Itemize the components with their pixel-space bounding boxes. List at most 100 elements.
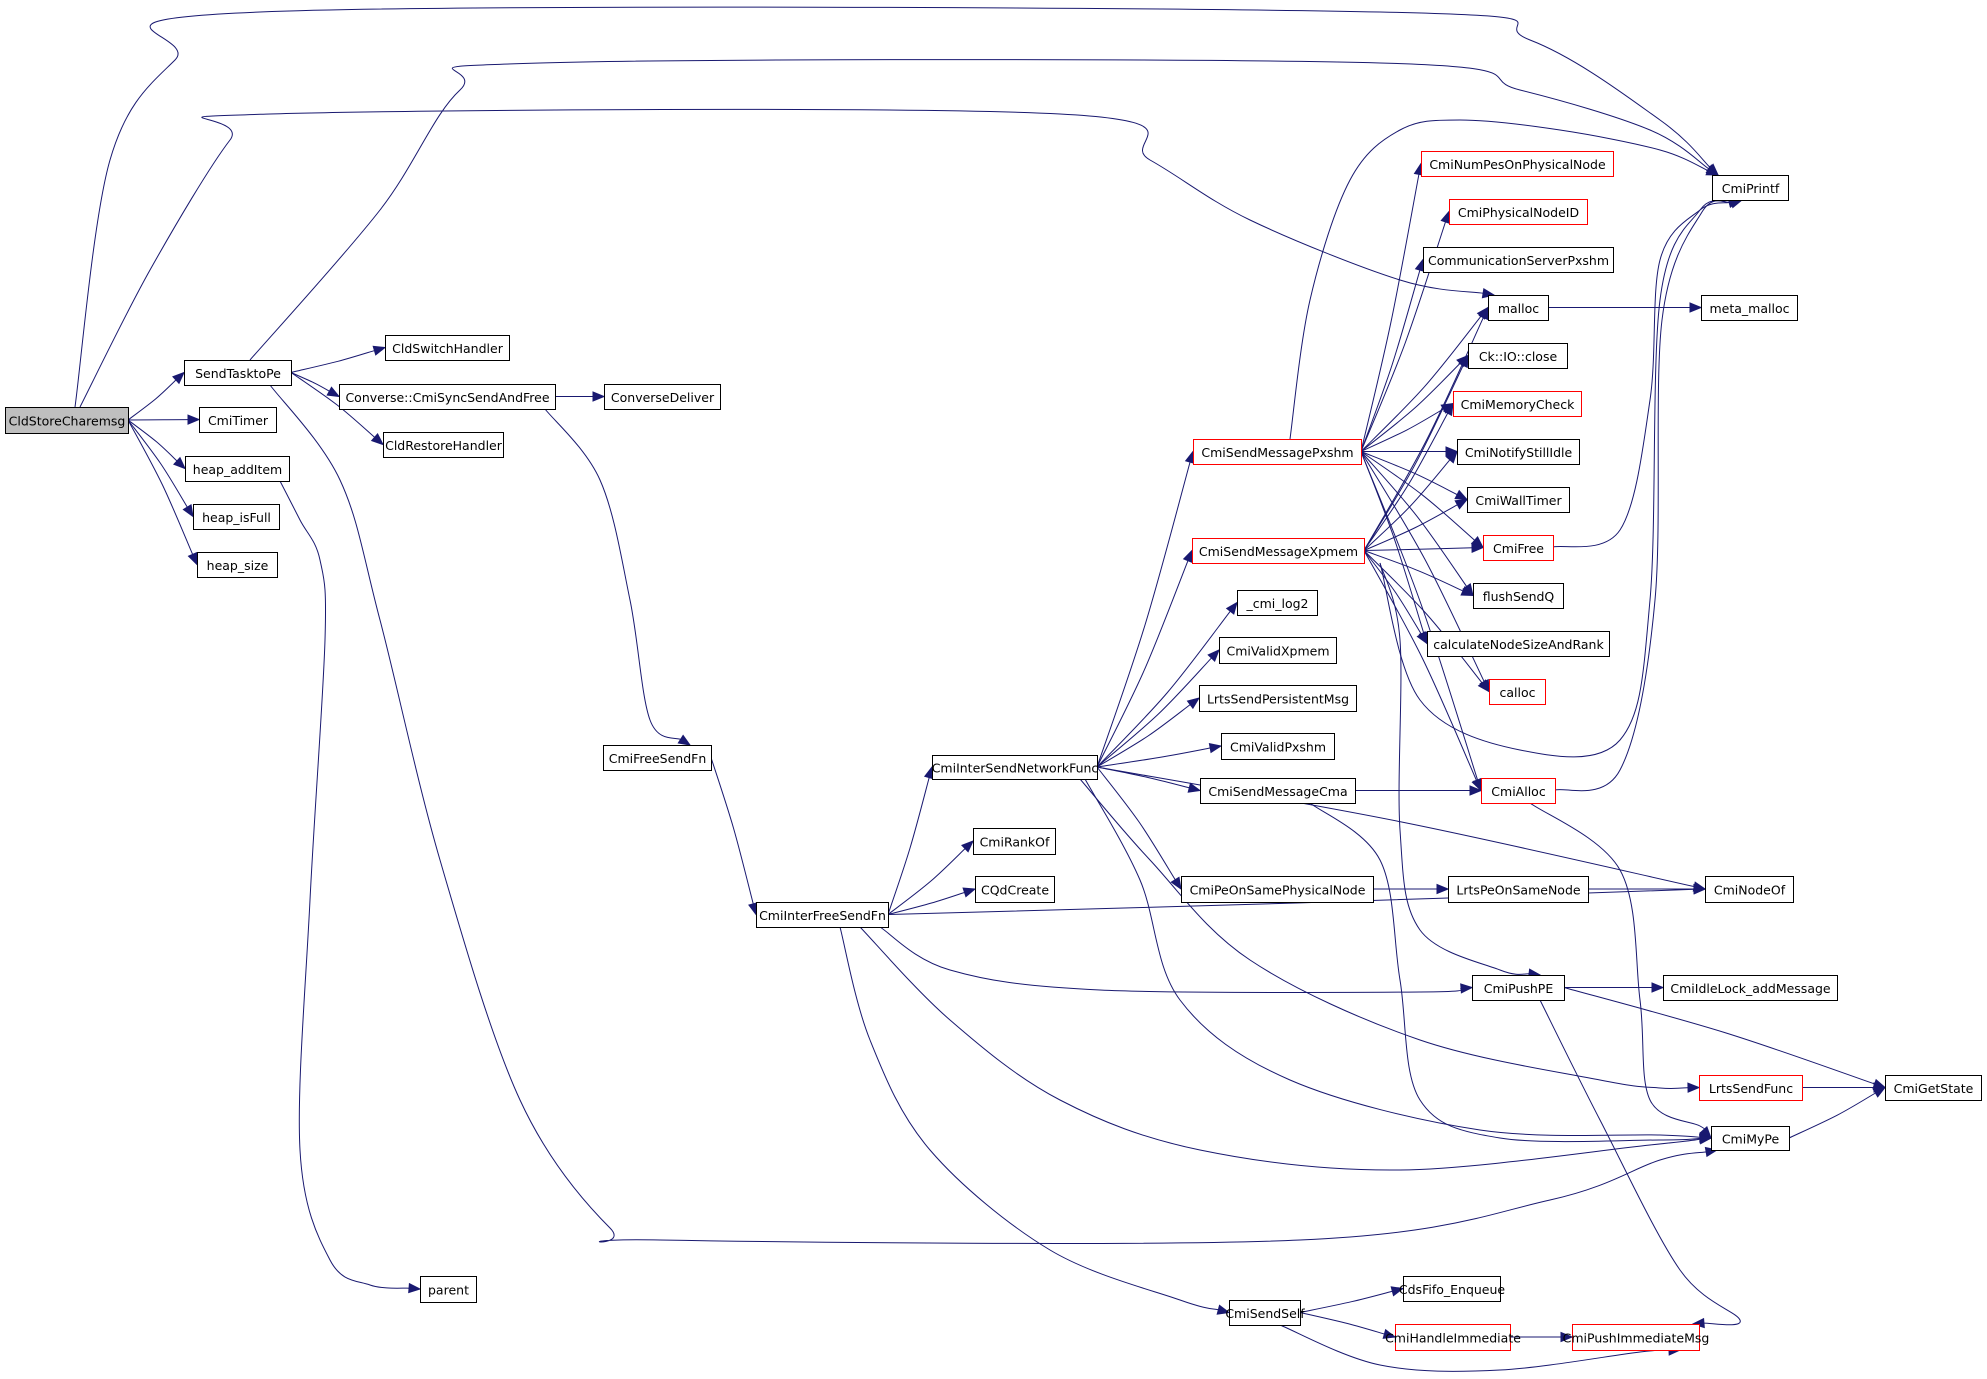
node-meta-malloc[interactable]: meta_malloc <box>1701 295 1798 321</box>
node-box <box>5 407 129 434</box>
node-label: CmiHandleImmediate <box>1385 1331 1521 1346</box>
edge-cmisendself-to-cmihandleimmediate <box>1299 1312 1397 1339</box>
edge-heap-additem-to-parent <box>279 480 422 1294</box>
node-cqdcreate[interactable]: CQdCreate <box>975 876 1055 903</box>
node-cmifreesendfn[interactable]: CmiFreeSendFn <box>603 745 712 771</box>
node-label: Converse::CmiSyncSendAndFree <box>345 390 549 405</box>
node-calloc[interactable]: calloc <box>1489 679 1546 705</box>
edge-cmisendmessagepxshm-to-communicationserverpxshm <box>1360 258 1425 452</box>
edge-line <box>79 108 1485 408</box>
edge-line <box>1363 550 1478 782</box>
node-lrtspeonsamenode[interactable]: LrtsPeOnSameNode <box>1448 876 1589 903</box>
node-cmihandleimmediate[interactable]: CmiHandleImmediate <box>1385 1324 1521 1351</box>
node-cminumpesonphysicalnode[interactable]: CmiNumPesOnPhysicalNode <box>1421 151 1614 177</box>
edge-cmiinterfreesendfn-to-cqdcreate <box>887 887 977 915</box>
node-cldstorecharemsg[interactable]: CldStoreCharemsg <box>5 407 129 434</box>
arrowhead-icon <box>187 414 201 425</box>
edge-sendtasktope-to-cmimype <box>269 384 1719 1244</box>
node-label: CmiFreeSendFn <box>609 751 707 766</box>
node-cmitimer[interactable]: CmiTimer <box>199 407 277 433</box>
edge-line <box>1096 766 1177 881</box>
node-lrtssendfunc[interactable]: LrtsSendFunc <box>1699 1075 1803 1101</box>
node-cmi-log2[interactable]: _cmi_log2 <box>1237 590 1318 616</box>
node-cmiphysicalnodeid[interactable]: CmiPhysicalNodeID <box>1449 199 1588 225</box>
node-cldrestorehandler[interactable]: CldRestoreHandler <box>383 432 504 458</box>
node-label: calloc <box>1500 685 1536 700</box>
node-box <box>932 755 1098 780</box>
node-flushsendq[interactable]: flushSendQ <box>1473 583 1564 609</box>
arrowhead-icon <box>408 1282 422 1294</box>
node-label: heap_addItem <box>193 462 282 477</box>
node-cminotifystillidle[interactable]: CmiNotifyStillIdle <box>1457 439 1580 465</box>
node-cmisendmessagepxshm[interactable]: CmiSendMessagePxshm <box>1193 439 1362 465</box>
node-cmivalidxpmem[interactable]: CmiValidXpmem <box>1219 637 1337 664</box>
node-ckioclose[interactable]: Ck::IO::close <box>1468 343 1568 369</box>
edge-line <box>1363 364 1465 551</box>
arrowhead-icon <box>1471 542 1485 554</box>
node-box <box>197 552 278 578</box>
edge-line <box>1096 460 1191 768</box>
node-malloc[interactable]: malloc <box>1488 295 1549 321</box>
edge-line <box>1289 119 1709 440</box>
node-cmivalidpxshm[interactable]: CmiValidPxshm <box>1221 733 1335 760</box>
node-box <box>1483 535 1554 561</box>
node-box <box>420 1276 477 1303</box>
node-cmipushimmediatemsg[interactable]: CmiPushImmediateMsg <box>1563 1324 1710 1351</box>
node-label: CmiNumPesOnPhysicalNode <box>1429 157 1606 172</box>
node-parent[interactable]: parent <box>420 1276 477 1303</box>
node-cldswitchhandler[interactable]: CldSwitchHandler <box>385 335 510 361</box>
node-sendtasktope[interactable]: SendTasktoPe <box>184 360 292 386</box>
node-label: Ck::IO::close <box>1479 349 1558 364</box>
edge-cmiintersendnetworkfunc-to-cmivalidpxshm <box>1096 742 1223 768</box>
edge-line <box>1309 802 1702 1143</box>
node-cmifree[interactable]: CmiFree <box>1483 535 1554 561</box>
node-heap-additem[interactable]: heap_addItem <box>185 456 290 482</box>
node-conversedeliver[interactable]: ConverseDeliver <box>604 384 721 410</box>
node-cmiintersendnetworkfunc[interactable]: CmiInterSendNetworkFunc <box>932 755 1099 780</box>
node-cmirankof[interactable]: CmiRankOf <box>973 828 1056 855</box>
node-label: calculateNodeSizeAndRank <box>1433 637 1604 652</box>
node-heap-size[interactable]: heap_size <box>197 552 278 578</box>
node-cminodeof[interactable]: CmiNodeOf <box>1705 876 1794 903</box>
arrowhead-icon <box>1382 1328 1397 1339</box>
node-box <box>1885 1075 1982 1101</box>
node-box <box>973 828 1056 855</box>
node-lrtssendpersistentmsg[interactable]: LrtsSendPersistentMsg <box>1199 685 1357 712</box>
arrowhead-icon <box>1390 1286 1405 1297</box>
edge-line <box>1363 412 1449 551</box>
node-label: CmiMemoryCheck <box>1461 397 1575 412</box>
edge-cmihandleimmediate-to-cmipushimmediatemsg <box>1510 1331 1574 1343</box>
node-label: LrtsSendPersistentMsg <box>1207 692 1349 707</box>
node-cmipushpe[interactable]: CmiPushPE <box>1472 975 1565 1001</box>
arrowhead-icon <box>172 371 185 385</box>
node-cmigetstate[interactable]: CmiGetState <box>1885 1075 1982 1101</box>
node-label: CmiFree <box>1493 541 1544 556</box>
node-cmisendmessagecma[interactable]: CmiSendMessageCma <box>1200 778 1356 804</box>
node-cmisendself[interactable]: CmiSendSelf <box>1225 1300 1305 1326</box>
node-calculatenodesizeandrank[interactable]: calculateNodeSizeAndRank <box>1427 631 1610 657</box>
node-cdsfifo-enqueue[interactable]: CdsFifo_Enqueue <box>1399 1276 1506 1302</box>
edge-sendtasktope-to-cldrestorehandler <box>290 372 385 446</box>
node-cmimype[interactable]: CmiMyPe <box>1711 1126 1790 1151</box>
node-cmipeonsamephysicalnode[interactable]: CmiPeOnSamePhysicalNode <box>1181 876 1374 903</box>
node-cmiprintf[interactable]: CmiPrintf <box>1712 175 1789 201</box>
node-cmisendmessagexpmem[interactable]: CmiSendMessageXpmem <box>1192 538 1365 564</box>
node-cmiidlelock-addmessage[interactable]: CmiIdleLock_addMessage <box>1663 975 1838 1001</box>
node-cmiinterfreesendfn[interactable]: CmiInterFreeSendFn <box>756 902 889 928</box>
edge-line <box>887 888 1696 915</box>
node-label: SendTasktoPe <box>195 366 281 381</box>
edge-line <box>887 847 967 915</box>
node-cmimemorycheck[interactable]: CmiMemoryCheck <box>1453 391 1582 417</box>
node-label: CmiInterSendNetworkFunc <box>932 761 1099 776</box>
edge-cmiintersendnetworkfunc-to-cmisendmessagexpmem <box>1096 549 1193 768</box>
arrowhead-icon <box>1460 586 1475 597</box>
node-communicationserverpxshm[interactable]: CommunicationServerPxshm <box>1423 247 1614 273</box>
node-cmialloc[interactable]: CmiAlloc <box>1481 778 1556 804</box>
node-box <box>1427 631 1610 657</box>
node-label: flushSendQ <box>1483 589 1555 604</box>
edge-line <box>1096 703 1192 768</box>
edge-cmisendmessagepxshm-to-cmiwalltimer <box>1360 451 1469 501</box>
node-cmiwalltimer[interactable]: CmiWallTimer <box>1467 487 1570 513</box>
node-cmisyncsendandfree[interactable]: Converse::CmiSyncSendAndFree <box>339 384 556 410</box>
node-heap-isfull[interactable]: heap_isFull <box>193 504 280 530</box>
